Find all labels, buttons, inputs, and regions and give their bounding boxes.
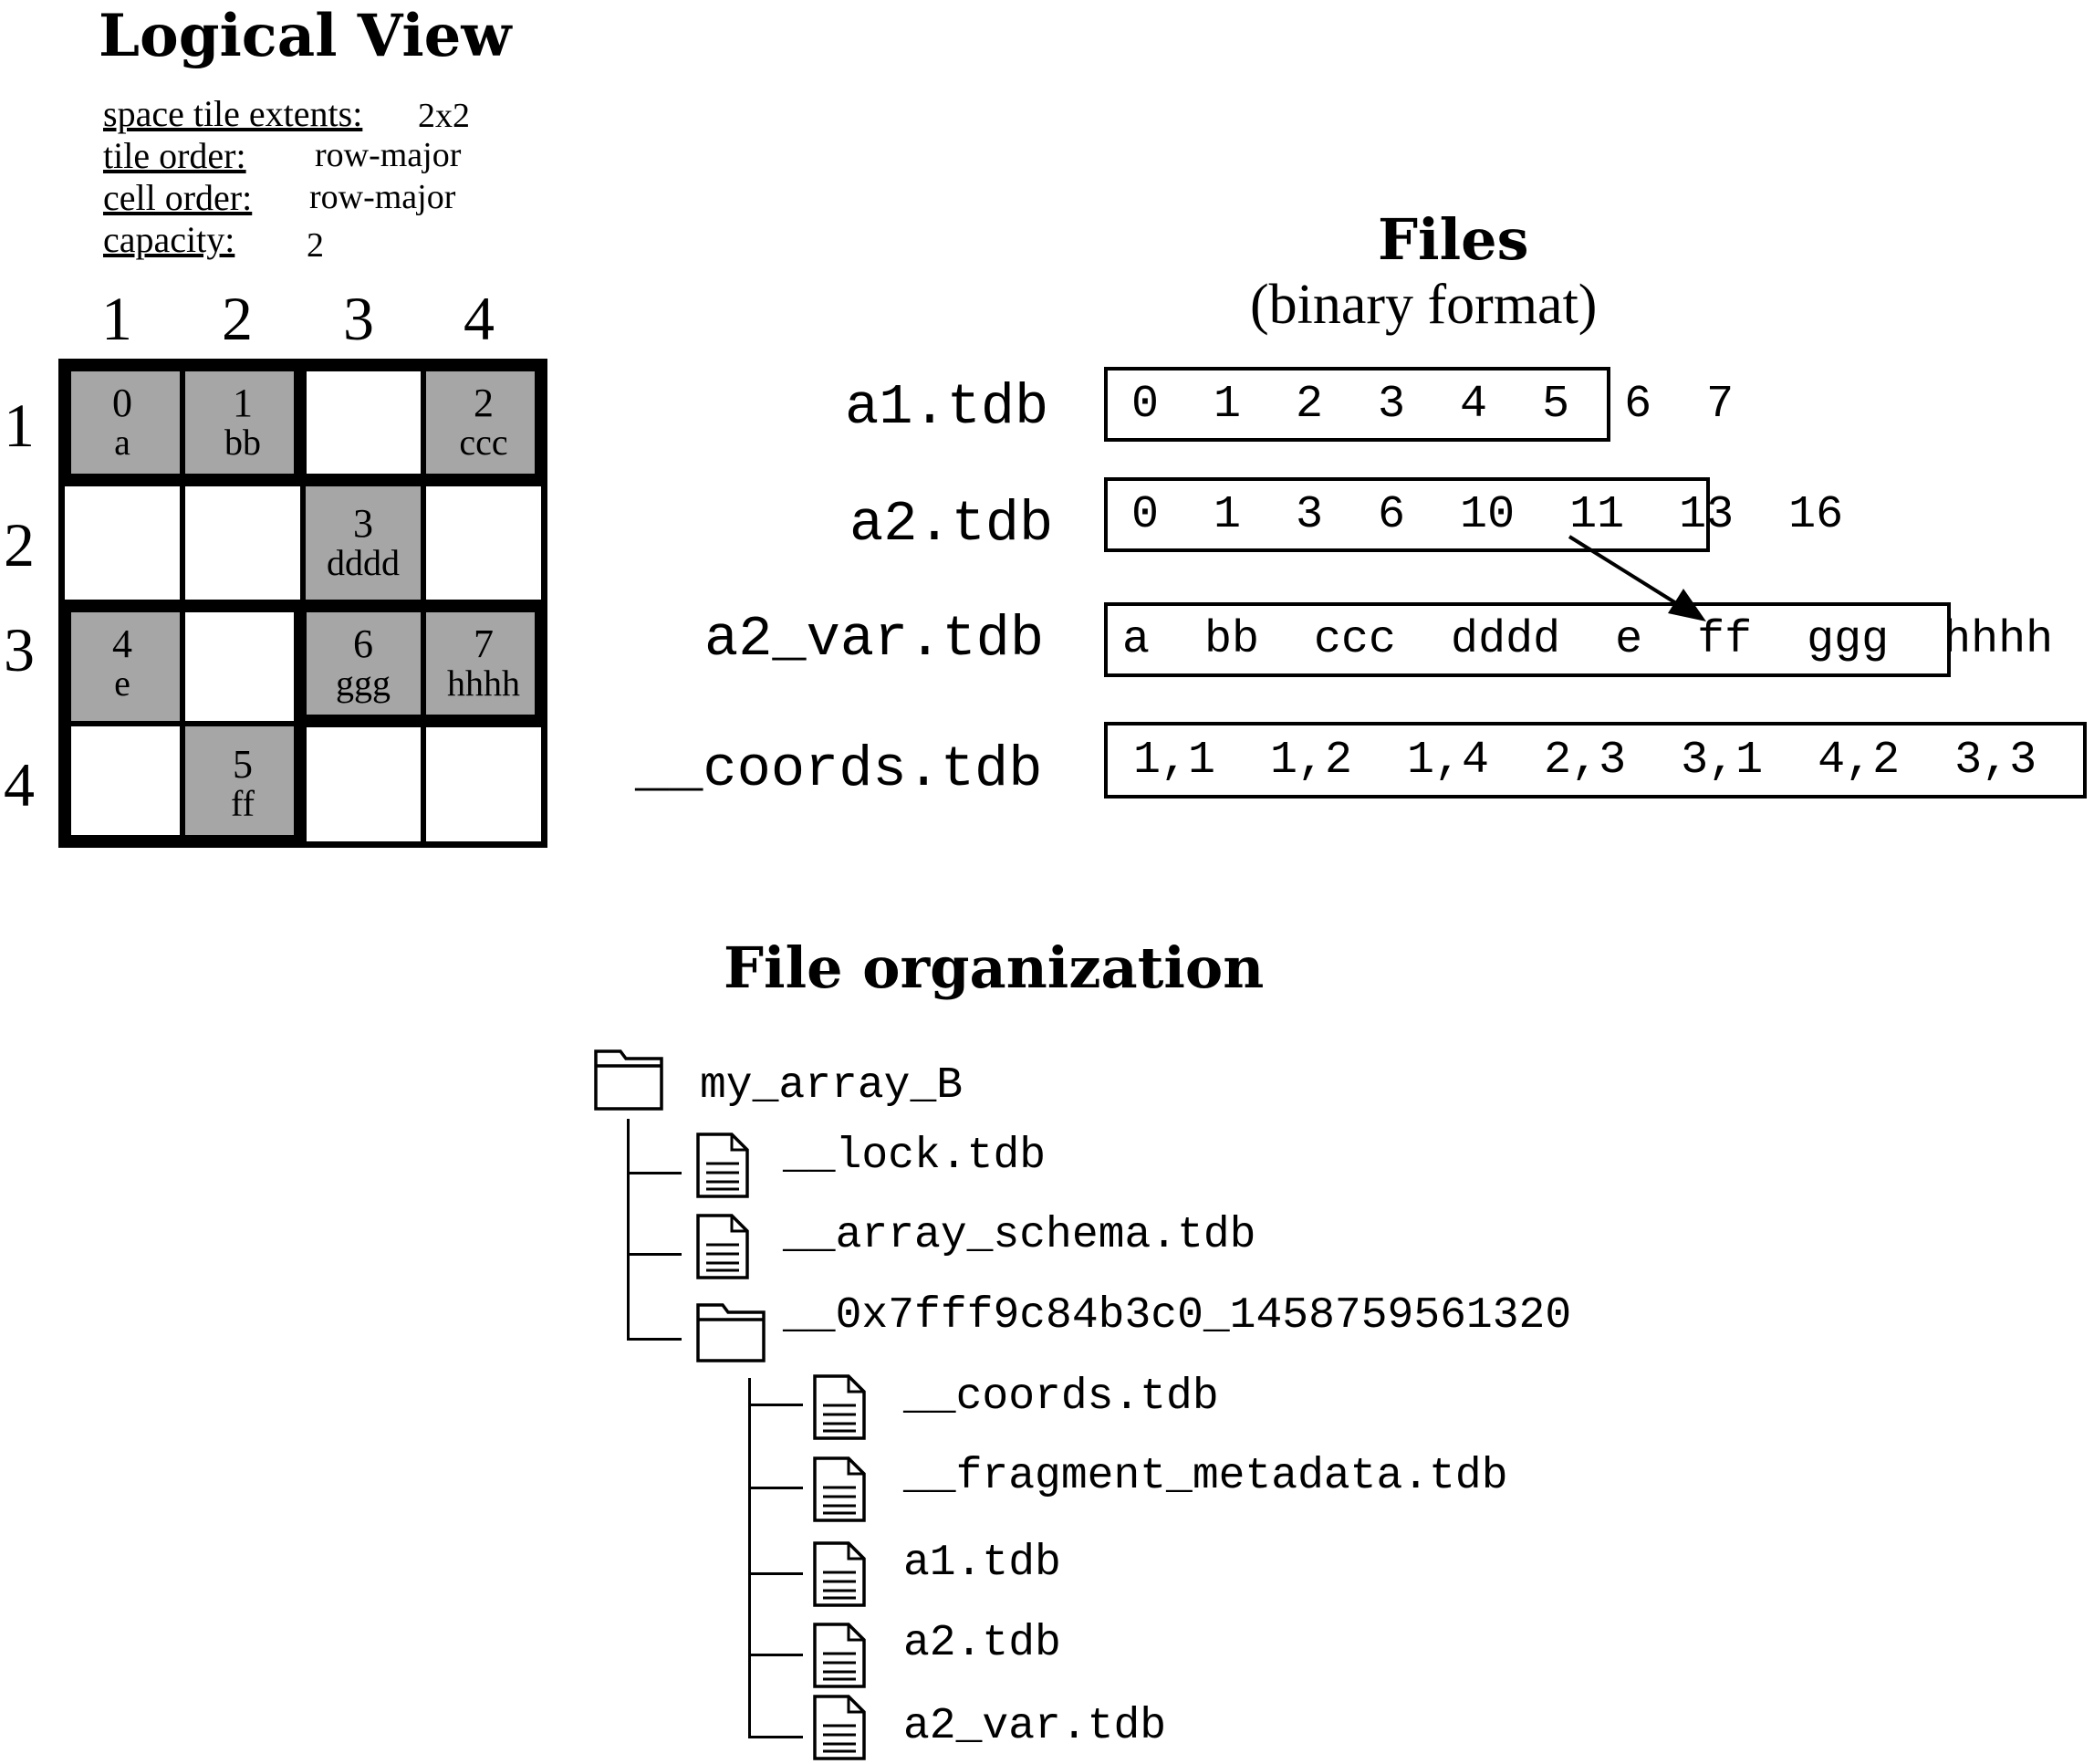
tree-root-name: my_array_B	[700, 1061, 964, 1111]
grid-cell: 3 dddd	[303, 483, 423, 603]
file-name-a2-var: a2_var.tdb	[704, 607, 1045, 672]
tree-line	[748, 1404, 803, 1406]
tree-line	[748, 1654, 803, 1656]
tree-item-array-schema: __array_schema.tdb	[783, 1211, 1256, 1260]
tree-item-fragment-folder: __0x7fff9c84b3c0_1458759561320	[783, 1291, 1572, 1341]
column-label: 2	[222, 284, 253, 353]
row-label: 3	[4, 615, 35, 684]
grid-cell: 4 e	[62, 603, 182, 724]
tree-line	[748, 1572, 803, 1575]
tree-item-lock: __lock.tdb	[783, 1132, 1047, 1181]
tree-item-a2: a2.tdb	[903, 1619, 1061, 1668]
file-icon	[813, 1541, 866, 1607]
file-name-coords: __coords.tdb	[635, 737, 1043, 802]
column-label: 4	[464, 284, 495, 353]
tree-item-coords: __coords.tdb	[903, 1373, 1219, 1422]
file-organization-title: File organization	[724, 934, 1265, 1001]
row-label: 4	[4, 750, 35, 819]
tree-line	[748, 1378, 751, 1738]
file-icon	[813, 1374, 866, 1440]
cell-value: e	[114, 663, 130, 704]
cell-value: dddd	[327, 542, 400, 583]
prop-label-tile-extents: space tile extents:	[103, 93, 363, 134]
tree-line	[627, 1172, 682, 1174]
row-label: 1	[4, 391, 35, 460]
tree-line	[627, 1253, 682, 1256]
tree-line	[748, 1487, 803, 1489]
prop-value-tile-extents: 2x2	[418, 97, 470, 135]
prop-label-tile-order: tile order:	[103, 135, 246, 176]
cell-value: a	[114, 422, 130, 463]
file-icon	[696, 1214, 749, 1279]
prop-label-cell-order: cell order:	[103, 177, 253, 218]
cell-id: 5	[233, 742, 253, 787]
tree-item-a1: a1.tdb	[903, 1539, 1061, 1588]
grid-cell: 5 ff	[182, 724, 303, 844]
cell-value: ff	[231, 783, 255, 824]
column-label: 1	[101, 284, 132, 353]
cell-id: 3	[353, 501, 373, 546]
file-name-a1: a1.tdb	[845, 375, 1049, 440]
file-icon	[696, 1133, 749, 1198]
prop-label-capacity: capacity:	[103, 219, 235, 260]
cell-value: hhhh	[447, 663, 520, 704]
cell-value: ggg	[336, 663, 391, 704]
cell-id: 2	[474, 381, 494, 425]
folder-icon	[696, 1303, 766, 1362]
cell-value: bb	[224, 422, 261, 463]
tree-line	[627, 1338, 682, 1341]
row-label: 2	[4, 510, 35, 579]
file-icon	[813, 1695, 866, 1760]
file-icon	[813, 1623, 866, 1688]
cell-value: ccc	[459, 422, 508, 463]
prop-value-cell-order: row-major	[309, 178, 456, 216]
tree-item-fragment-metadata: __fragment_metadata.tdb	[903, 1452, 1508, 1501]
logical-view-title: Logical View	[99, 2, 512, 70]
file-icon	[813, 1456, 866, 1522]
column-label: 3	[343, 284, 374, 353]
cell-id: 1	[233, 381, 253, 425]
prop-value-capacity: 2	[307, 226, 324, 265]
folder-icon	[594, 1049, 663, 1111]
file-name-a2: a2.tdb	[849, 492, 1054, 557]
cell-id: 7	[474, 621, 494, 666]
files-subtitle: (binary format)	[1250, 274, 1598, 336]
prop-value-tile-order: row-major	[315, 136, 462, 174]
tree-line	[627, 1119, 630, 1340]
cell-id: 6	[353, 621, 373, 666]
cell-id: 4	[112, 621, 132, 666]
file-content-coords: 1,1 1,2 1,4 2,3 3,1 4,2 3,3 3,4	[1104, 722, 2094, 798]
files-title: Files	[1378, 206, 1529, 273]
tree-item-a2-var: a2_var.tdb	[903, 1702, 1167, 1751]
cell-id: 0	[112, 381, 132, 425]
tree-line	[748, 1736, 803, 1738]
